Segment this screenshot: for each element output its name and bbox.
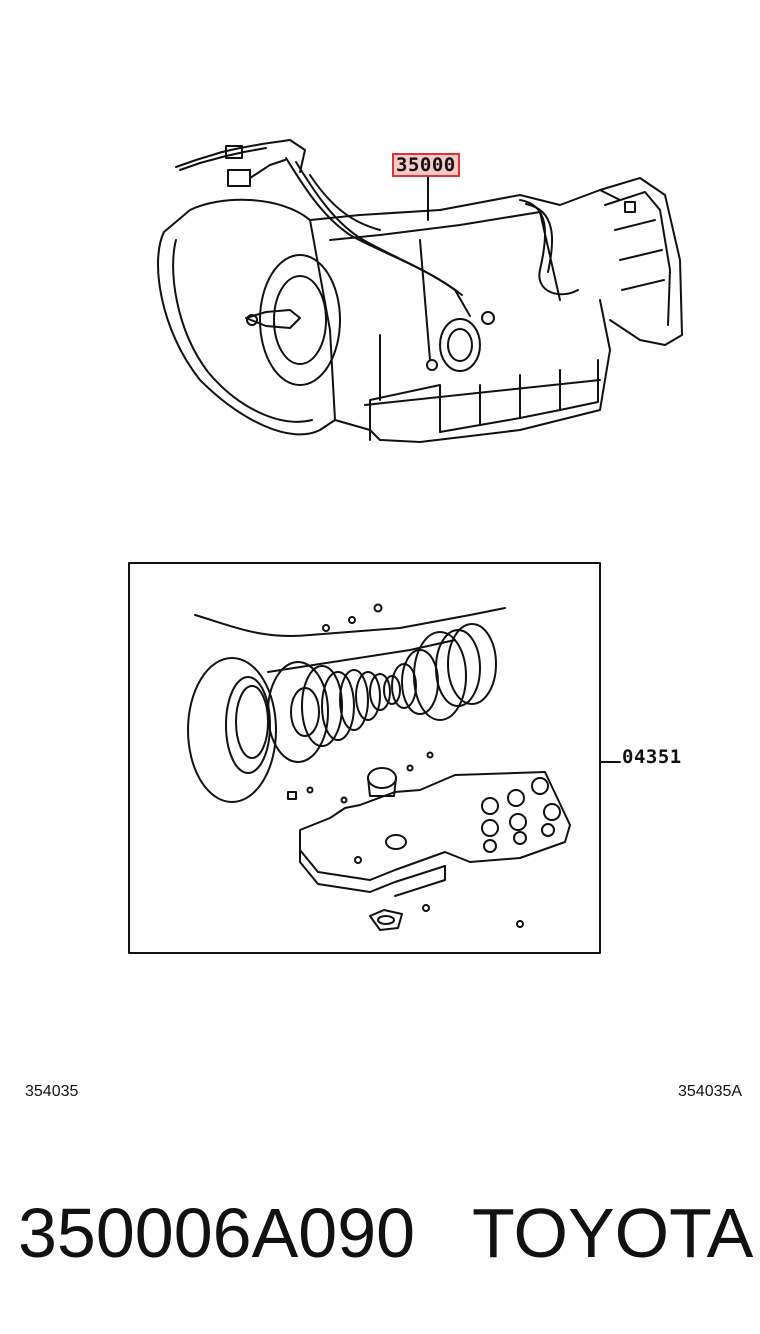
brand-name: TOYOTA — [472, 1194, 754, 1272]
callout-main-part: 35000 — [392, 153, 460, 177]
transmission-assembly-drawing — [157, 139, 683, 443]
part-number: 350006A090 — [18, 1194, 416, 1272]
figure-code-right: 354035A — [678, 1083, 743, 1100]
figure-code-left: 354035 — [25, 1083, 79, 1100]
gasket-kit-frame — [128, 562, 601, 954]
gasket-kit-drawing — [187, 603, 571, 931]
callout-gasket-kit: 04351 — [622, 746, 682, 768]
